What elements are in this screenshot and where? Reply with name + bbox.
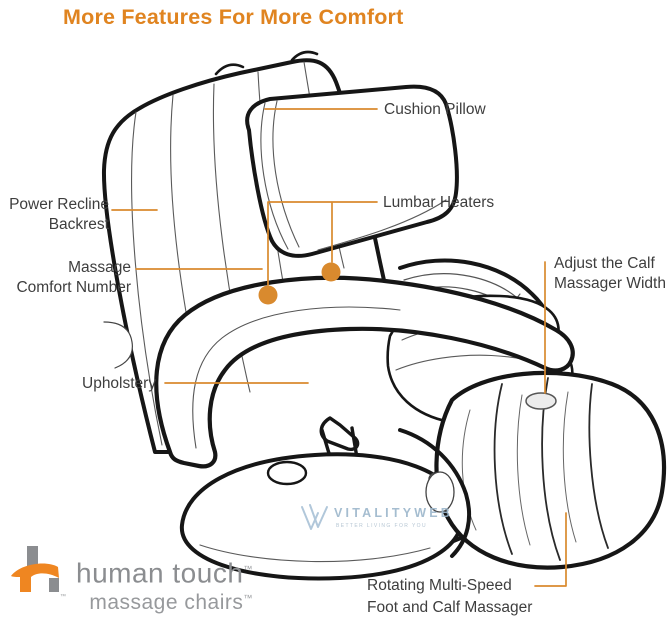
label-lumbar-heaters: Lumbar Heaters — [383, 194, 495, 211]
footrest-frame-swoosh — [398, 428, 472, 558]
base-hole — [266, 460, 308, 486]
label-massage-comfort-number: Massage Comfort Number — [4, 258, 131, 298]
foot-calf-massager — [398, 370, 667, 570]
label-massage-comfort-line1: Massage — [68, 259, 131, 276]
recline-actuator-bump — [103, 321, 133, 369]
label-rotating-line2: Foot and Calf Massager — [367, 599, 533, 616]
footrest-roller — [425, 471, 455, 513]
leader-rotating-foot — [534, 512, 567, 587]
human-touch-logo-icon: ™ — [11, 546, 66, 600]
watermark-tagline: BETTER LIVING FOR YOU — [336, 523, 427, 529]
label-rotating-foot-calf: Rotating Multi-Speed Foot and Calf Massa… — [367, 575, 532, 618]
label-power-recline-backrest: Power Recline Backrest — [3, 195, 109, 235]
lumbar-heater-dot-right — [321, 262, 341, 282]
label-upholstery: Upholstery — [82, 375, 157, 392]
watermark-brand: VITALITYWEB — [334, 506, 453, 520]
recline-lever — [319, 416, 360, 452]
logo-icon-tm: ™ — [60, 593, 66, 600]
label-adjust-calf-line2: Massager Width — [554, 275, 666, 292]
armrest-inner-seam — [192, 306, 401, 449]
label-power-recline-line2: Backrest — [48, 216, 109, 233]
vitalityweb-watermark: VITALITYWEB BETTER LIVING FOR YOU — [300, 501, 453, 533]
calf-width-knob — [525, 392, 557, 410]
page-title: More Features For More Comfort — [63, 5, 404, 29]
cushion-pillow-shape — [245, 84, 459, 258]
massager-ridge-shading — [461, 391, 577, 546]
label-massage-comfort-line2: Comfort Number — [16, 279, 131, 296]
label-adjust-calf-width: Adjust the Calf Massager Width — [554, 254, 666, 294]
label-cushion-pillow: Cushion Pillow — [384, 101, 486, 118]
label-power-recline-line1: Power Recline — [9, 196, 109, 213]
left-armrest-shape — [154, 275, 575, 469]
leader-lumbar-heaters — [267, 201, 378, 286]
lumbar-heater-dot-left — [258, 285, 278, 305]
label-rotating-line1: Rotating Multi-Speed — [367, 577, 512, 594]
human-touch-logo: ™ human touch™ massage chairs™ — [10, 545, 253, 614]
label-adjust-calf-line1: Adjust the Calf — [554, 255, 655, 272]
logo-name: human touch™ — [76, 557, 253, 589]
backrest-top-tabs — [214, 50, 319, 76]
vitalityweb-mark-icon — [301, 504, 328, 530]
logo-subtitle: massage chairs™ — [89, 591, 253, 615]
leader-lines — [111, 108, 567, 587]
